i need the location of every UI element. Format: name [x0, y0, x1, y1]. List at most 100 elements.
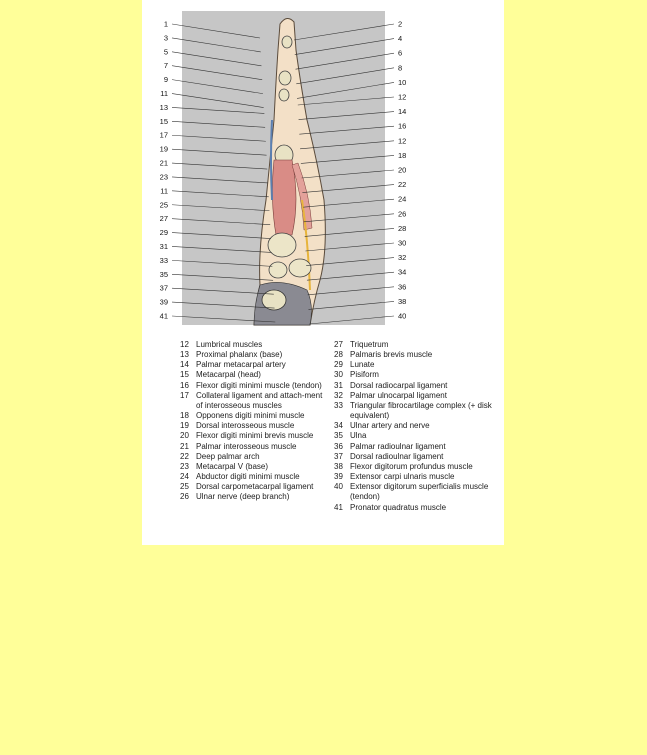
figure-label-left: 29	[160, 228, 168, 237]
legend-text: Dorsal radiocarpal ligament	[350, 381, 499, 391]
legend-number: 13	[180, 350, 196, 360]
legend-number: 26	[180, 492, 196, 502]
legend-number: 36	[334, 442, 350, 452]
figure-label-right: 34	[398, 268, 406, 277]
legend-number: 23	[180, 462, 196, 472]
legend-item: 31Dorsal radiocarpal ligament	[334, 381, 499, 391]
legend-text: Triquetrum	[350, 340, 499, 350]
figure-label-right: 24	[398, 195, 406, 204]
hypothenar-muscles	[272, 160, 296, 235]
figure-label-left: 35	[160, 270, 168, 279]
legend-item: 25Dorsal carpometacarpal ligament	[180, 482, 330, 492]
legend-number: 32	[334, 391, 350, 401]
ulna	[262, 290, 286, 310]
legend-number: 16	[180, 381, 196, 391]
figure-label-left: 7	[164, 61, 168, 70]
legend-text: Abductor digiti minimi muscle	[196, 472, 330, 482]
legend-number: 18	[180, 411, 196, 421]
legend-number: 22	[180, 452, 196, 462]
lunate	[269, 262, 287, 278]
legend-text: Lumbrical muscles	[196, 340, 330, 350]
legend-number: 21	[180, 442, 196, 452]
legend-number: 37	[334, 452, 350, 462]
figure-label-right: 10	[398, 78, 406, 87]
legend-item: 20Flexor digiti minimi brevis muscle	[180, 431, 330, 441]
legend-number: 12	[180, 340, 196, 350]
figure-label-right: 20	[398, 166, 406, 175]
figure-label-right: 36	[398, 282, 406, 291]
figure-label-right: 12	[398, 93, 406, 102]
document-page: 135791113151719212311252729313335373941 …	[142, 0, 504, 545]
legend-number: 27	[334, 340, 350, 350]
metacarpal-base	[268, 233, 296, 257]
figure-label-left: 9	[164, 75, 168, 84]
legend-item: 22Deep palmar arch	[180, 452, 330, 462]
legend-text: Ulnar nerve (deep branch)	[196, 492, 330, 502]
figure-label-left: 31	[160, 242, 168, 251]
legend-text: Opponens digiti minimi muscle	[196, 411, 330, 421]
figure-legend: 12Lumbrical muscles13Proximal phalanx (b…	[142, 340, 504, 540]
legend-number: 14	[180, 360, 196, 370]
legend-number: 39	[334, 472, 350, 482]
figure-label-right: 16	[398, 122, 406, 131]
legend-number: 33	[334, 401, 350, 421]
figure-label-left: 1	[164, 20, 168, 29]
legend-text: Palmar radioulnar ligament	[350, 442, 499, 452]
palmar-artery	[271, 120, 272, 200]
figure-label-right: 40	[398, 312, 406, 321]
distal-phalanx-joint	[282, 36, 292, 48]
middle-phalanx-joint-2	[279, 89, 289, 101]
legend-number: 30	[334, 370, 350, 380]
legend-text: Extensor carpi ulnaris muscle	[350, 472, 499, 482]
legend-number: 40	[334, 482, 350, 502]
legend-number: 28	[334, 350, 350, 360]
legend-number: 19	[180, 421, 196, 431]
legend-text: Ulna	[350, 431, 499, 441]
legend-item: 14Palmar metacarpal artery	[180, 360, 330, 370]
figure-label-right: 26	[398, 209, 406, 218]
legend-item: 35Ulna	[334, 431, 499, 441]
legend-text: Ulnar artery and nerve	[350, 421, 499, 431]
legend-number: 24	[180, 472, 196, 482]
figure-label-left: 5	[164, 47, 168, 56]
anatomy-illustration: 135791113151719212311252729313335373941 …	[142, 0, 504, 330]
legend-number: 41	[334, 503, 350, 513]
legend-number: 17	[180, 391, 196, 411]
figure-label-right: 38	[398, 297, 406, 306]
figure-label-left: 23	[160, 172, 168, 181]
legend-text: Palmar metacarpal artery	[196, 360, 330, 370]
legend-item: 32Palmar ulnocarpal ligament	[334, 391, 499, 401]
figure-label-left: 15	[160, 117, 168, 126]
figure-label-left: 11	[160, 89, 168, 98]
figure-label-right: 4	[398, 34, 402, 43]
legend-number: 25	[180, 482, 196, 492]
figure-label-left: 19	[160, 145, 168, 154]
figure-label-right: 18	[398, 151, 406, 160]
legend-text: Pisiform	[350, 370, 499, 380]
legend-number: 15	[180, 370, 196, 380]
legend-number: 20	[180, 431, 196, 441]
legend-text: Pronator quadratus muscle	[350, 503, 499, 513]
figure-label-right: 2	[398, 20, 402, 29]
legend-item: 23Metacarpal V (base)	[180, 462, 330, 472]
legend-item: 39Extensor carpi ulnaris muscle	[334, 472, 499, 482]
figure-label-right: 22	[398, 180, 406, 189]
legend-item: 26Ulnar nerve (deep branch)	[180, 492, 330, 502]
figure-label-right: 12	[398, 136, 406, 145]
legend-item: 13Proximal phalanx (base)	[180, 350, 330, 360]
figure-label-right: 14	[398, 107, 406, 116]
legend-number: 38	[334, 462, 350, 472]
figure-label-left: 39	[160, 298, 168, 307]
